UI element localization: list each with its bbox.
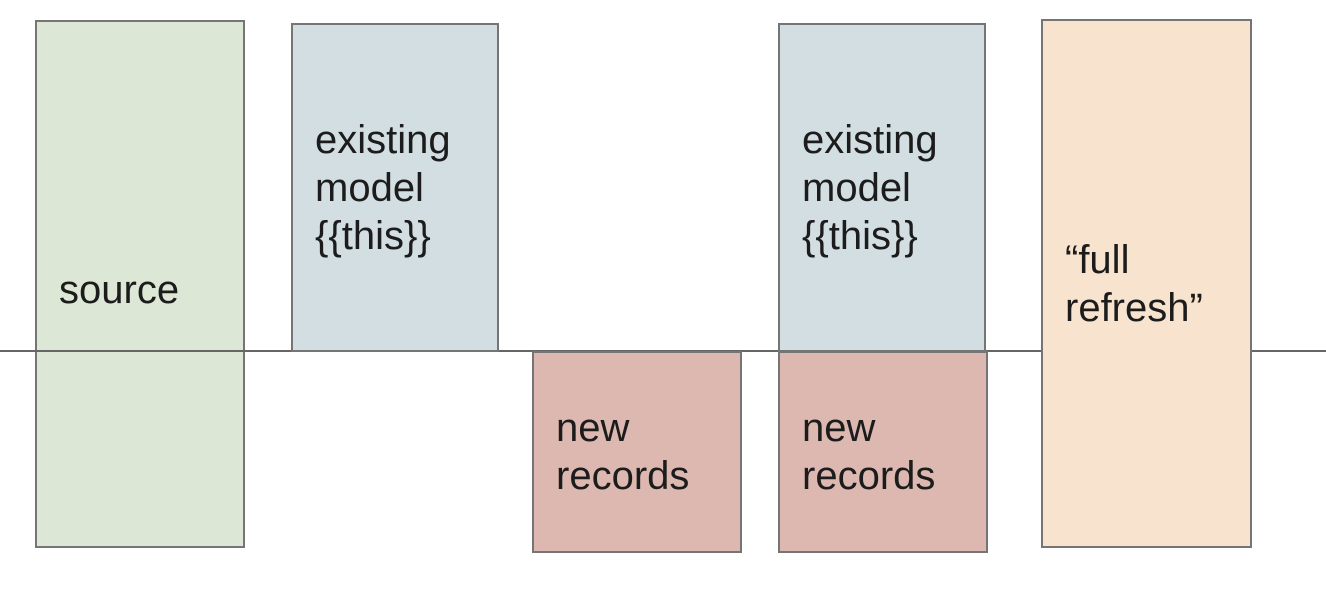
box-full-refresh-label: “full refresh” (1065, 237, 1203, 330)
box-existing-model-2: existing model {{this}} (778, 23, 986, 352)
box-existing-model-1-label: existing model {{this}} (315, 117, 451, 258)
box-full-refresh: “full refresh” (1041, 19, 1252, 548)
box-source: source (35, 20, 245, 548)
box-existing-model-2-label: existing model {{this}} (802, 117, 938, 258)
box-new-records-2-label: new records (802, 406, 936, 498)
box-existing-model-1: existing model {{this}} (291, 23, 499, 352)
box-new-records-1-label: new records (556, 406, 690, 498)
box-new-records-2: new records (778, 351, 988, 553)
box-source-label: source (59, 268, 180, 312)
box-new-records-1: new records (532, 351, 742, 553)
